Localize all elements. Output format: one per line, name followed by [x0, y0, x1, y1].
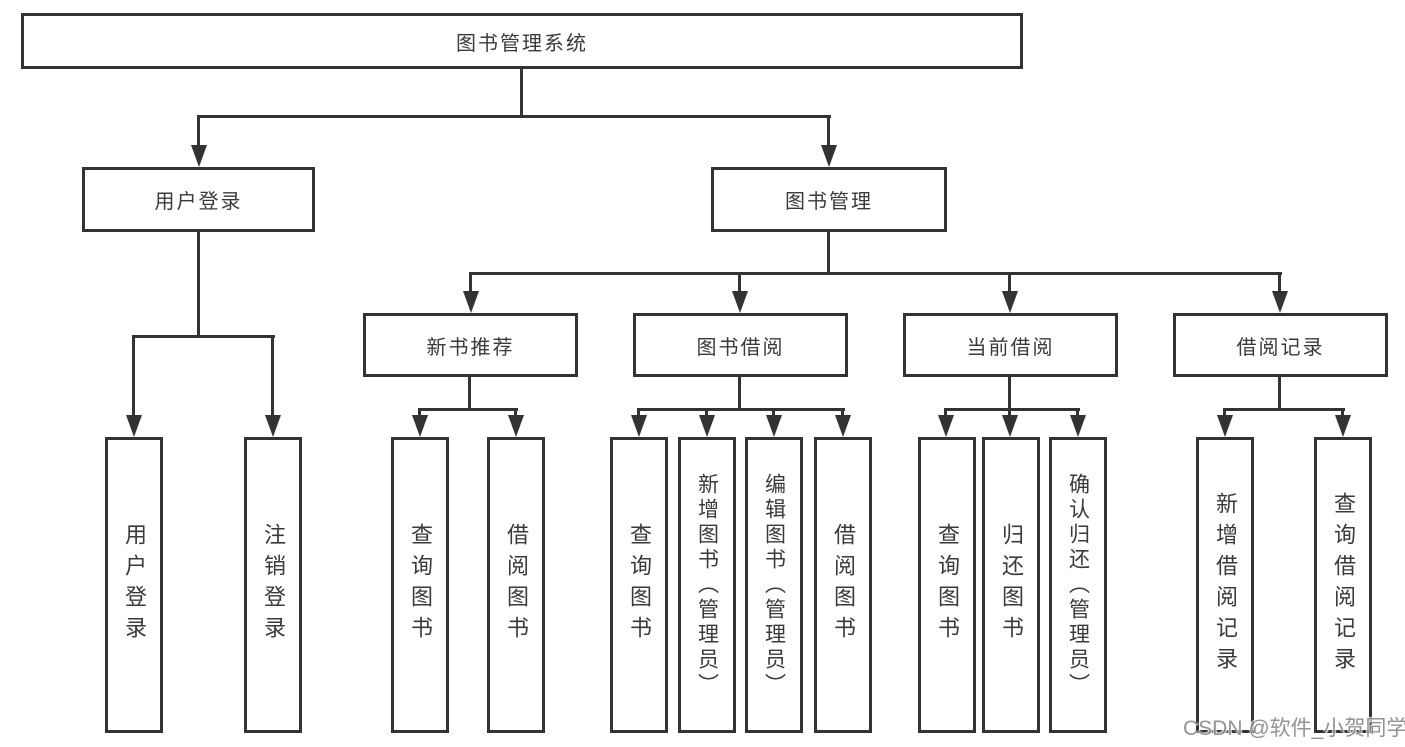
- leaf-nb-borrow-books-label: 借阅图书: [504, 523, 529, 647]
- connector-book-mgmt-split: [470, 272, 1282, 275]
- connector-arrow-user-login-line: [197, 115, 200, 147]
- leaf-nb-borrow-books: 借阅图书: [487, 437, 545, 733]
- arrowhead-cb-confirm: [1070, 415, 1086, 437]
- arrowhead-nb-query: [412, 415, 428, 437]
- leaf-cb-return-books: 归还图书: [982, 437, 1040, 733]
- connector-arrow-bb-borrow-line: [841, 408, 844, 417]
- connector-arrow-bb-edit-line: [772, 408, 775, 417]
- leaf-br-query-record-label: 查询借阅记录: [1331, 492, 1356, 678]
- connector-arrow-book-mgmt-line: [827, 115, 830, 147]
- connector-new-book-stem: [468, 377, 471, 410]
- leaf-logout-label: 注销登录: [261, 523, 286, 647]
- connector-book-mgmt-stem: [827, 232, 830, 273]
- leaf-cb-return-books-label: 归还图书: [999, 523, 1024, 647]
- arrowhead-book-mgmt: [821, 145, 837, 167]
- arrowhead-br-query: [1335, 415, 1351, 437]
- arrowhead-leaf-logout: [265, 415, 281, 437]
- leaf-bb-edit-books-admin: 编辑图书（管理员）: [745, 437, 803, 733]
- connector-current-borrow-stem: [1008, 377, 1011, 410]
- connector-arrow-cb-return-line: [1008, 408, 1011, 417]
- connector-current-borrow-split: [944, 408, 1080, 411]
- connector-book-borrow-split: [637, 408, 845, 411]
- arrowhead-br-add: [1217, 415, 1233, 437]
- connector-arrow-nb-borrow-line: [514, 408, 517, 417]
- arrowhead-book-borrow: [732, 291, 748, 313]
- connector-book-borrow-stem: [738, 377, 741, 410]
- connector-arrow-cb-query-line: [944, 408, 947, 417]
- leaf-bb-add-books-admin-label: 新增图书（管理员）: [695, 472, 719, 698]
- node-borrow-records: 借阅记录: [1173, 313, 1388, 377]
- csdn-watermark: CSDN @软件_小贺同学: [1183, 717, 1405, 740]
- connector-arrow-cb-confirm-line: [1076, 408, 1079, 417]
- leaf-user-login-label: 用户登录: [122, 523, 147, 647]
- connector-arrow-bb-add-line: [705, 408, 708, 417]
- node-current-borrow-label: 当前借阅: [966, 336, 1055, 359]
- arrowhead-cb-return: [1002, 415, 1018, 437]
- leaf-nb-query-books-label: 查询图书: [408, 523, 433, 647]
- connector-user-login-stem: [197, 232, 200, 336]
- leaf-logout: 注销登录: [244, 437, 302, 733]
- leaf-bb-add-books-admin: 新增图书（管理员）: [678, 437, 736, 733]
- node-root: 图书管理系统: [21, 13, 1023, 69]
- leaf-br-query-record: 查询借阅记录: [1314, 437, 1372, 733]
- arrowhead-bb-edit: [766, 415, 782, 437]
- leaf-bb-edit-books-admin-label: 编辑图书（管理员）: [762, 472, 786, 698]
- node-new-book-recommend-label: 新书推荐: [426, 336, 515, 359]
- connector-arrow-br-query-line: [1341, 408, 1344, 417]
- node-book-management-label: 图书管理: [785, 191, 873, 213]
- connector-borrow-records-stem: [1278, 377, 1281, 410]
- leaf-cb-query-books: 查询图书: [918, 437, 976, 733]
- node-new-book-recommend: 新书推荐: [363, 313, 578, 377]
- leaf-user-login: 用户登录: [105, 437, 163, 733]
- leaf-bb-borrow-books-label: 借阅图书: [831, 523, 856, 647]
- leaf-cb-query-books-label: 查询图书: [935, 523, 960, 647]
- arrowhead-bb-borrow: [835, 415, 851, 437]
- arrowhead-leaf-login: [126, 415, 142, 437]
- arrowhead-borrow-records: [1272, 291, 1288, 313]
- connector-borrow-records-split: [1223, 408, 1345, 411]
- connector-root-stem: [520, 69, 523, 115]
- arrowhead-bb-query: [631, 415, 647, 437]
- connector-arrow-leaf-logout-line: [271, 335, 274, 417]
- connector-user-login-split: [133, 335, 275, 338]
- connector-arrow-bb-query-line: [637, 408, 640, 417]
- connector-arrow-leaf-login-line: [132, 335, 135, 417]
- arrowhead-user-login: [191, 145, 207, 167]
- connector-arrow-current-borrow-line: [1008, 272, 1011, 292]
- leaf-br-add-record: 新增借阅记录: [1196, 437, 1254, 733]
- leaf-br-add-record-label: 新增借阅记录: [1213, 492, 1238, 678]
- node-user-login-label: 用户登录: [154, 191, 243, 213]
- node-book-borrow: 图书借阅: [633, 313, 848, 377]
- connector-arrow-new-book-line: [469, 272, 472, 292]
- connector-root-split: [197, 115, 831, 118]
- node-user-login: 用户登录: [82, 167, 315, 232]
- node-book-management: 图书管理: [711, 167, 947, 232]
- node-root-label: 图书管理系统: [456, 32, 588, 55]
- connector-arrow-br-add-line: [1223, 408, 1226, 417]
- connector-new-book-split: [419, 408, 518, 411]
- arrowhead-nb-borrow: [508, 415, 524, 437]
- arrowhead-cb-query: [938, 415, 954, 437]
- connector-arrow-nb-query-line: [418, 408, 421, 417]
- node-current-borrow: 当前借阅: [903, 313, 1118, 377]
- leaf-nb-query-books: 查询图书: [391, 437, 449, 733]
- node-book-borrow-label: 图书借阅: [696, 336, 785, 359]
- leaf-bb-query-books: 查询图书: [610, 437, 668, 733]
- leaf-cb-confirm-return-admin-label: 确认归还（管理员）: [1066, 472, 1090, 698]
- leaf-cb-confirm-return-admin: 确认归还（管理员）: [1049, 437, 1107, 733]
- arrowhead-current-borrow: [1002, 291, 1018, 313]
- node-borrow-records-label: 借阅记录: [1236, 336, 1325, 359]
- arrowhead-new-book: [463, 291, 479, 313]
- leaf-bb-query-books-label: 查询图书: [627, 523, 652, 647]
- arrowhead-bb-add: [699, 415, 715, 437]
- leaf-bb-borrow-books: 借阅图书: [814, 437, 872, 733]
- connector-arrow-book-borrow-line: [738, 272, 741, 292]
- connector-arrow-borrow-records-line: [1278, 272, 1281, 292]
